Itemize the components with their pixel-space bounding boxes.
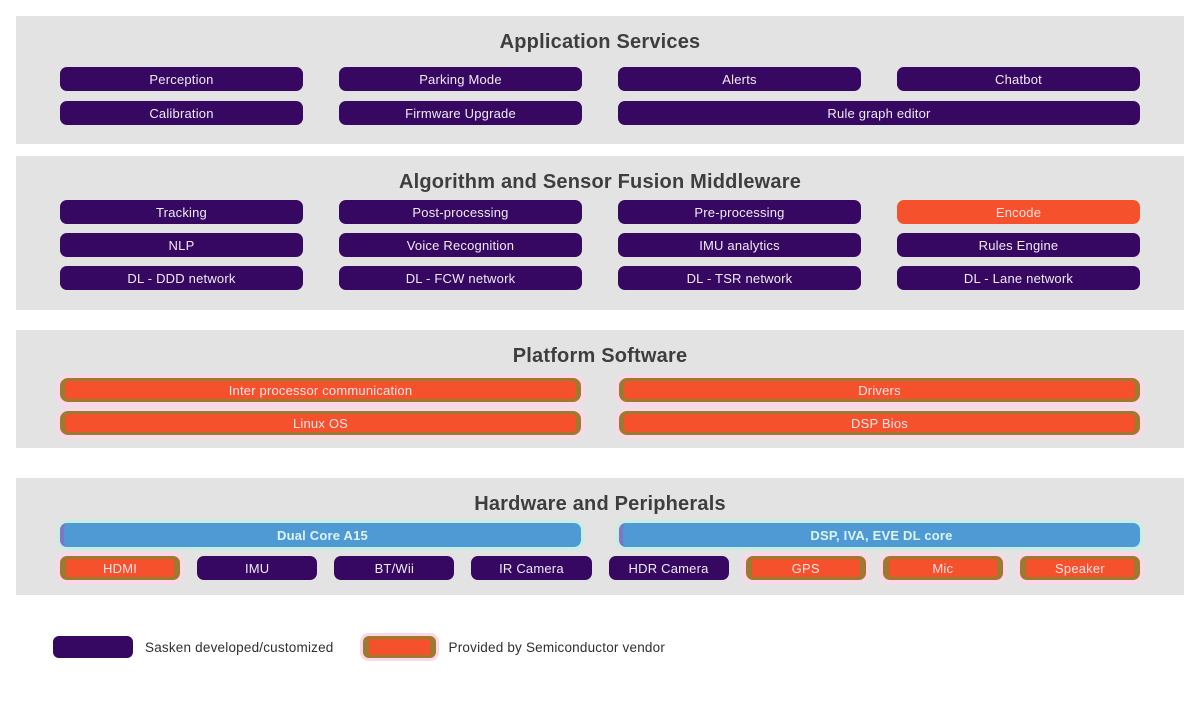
block-speaker: Speaker [1019, 556, 1140, 580]
legend: Sasken developed/customized Provided by … [53, 636, 1200, 658]
block-post-processing: Post-processing [339, 200, 582, 224]
legend-item-vendor: Provided by Semiconductor vendor [362, 636, 666, 658]
section-application-services: Application Services Perception Parking … [16, 16, 1184, 144]
block-hdr-camera: HDR Camera [608, 556, 729, 580]
block-perception: Perception [60, 67, 303, 91]
block-inter-processor-communication: Inter processor communication [60, 378, 581, 402]
block-dl-tsr-network: DL - TSR network [618, 266, 861, 290]
legend-label-vendor: Provided by Semiconductor vendor [448, 639, 666, 655]
sasken-color-swatch [53, 636, 133, 658]
middleware-grid: Tracking Post-processing Pre-processing … [60, 200, 1140, 290]
block-dl-fcw-network: DL - FCW network [339, 266, 582, 290]
cores-grid: Dual Core A15 DSP, IVA, EVE DL core [60, 523, 1140, 547]
block-imu-analytics: IMU analytics [618, 233, 861, 257]
block-alerts: Alerts [618, 67, 861, 91]
block-mic: Mic [882, 556, 1003, 580]
block-encode: Encode [897, 200, 1140, 224]
section-title-algorithm-middleware: Algorithm and Sensor Fusion Middleware [398, 171, 802, 193]
legend-item-sasken: Sasken developed/customized [53, 636, 334, 658]
block-dl-ddd-network: DL - DDD network [60, 266, 303, 290]
block-linux-os: Linux OS [60, 411, 581, 435]
block-rule-graph-editor: Rule graph editor [618, 101, 1140, 125]
peripherals-grid: HDMI IMU BT/Wii IR Camera HDR Camera GPS… [60, 556, 1140, 580]
block-dsp-iva-eve-dl-core: DSP, IVA, EVE DL core [619, 523, 1140, 547]
block-nlp: NLP [60, 233, 303, 257]
block-calibration: Calibration [60, 101, 303, 125]
block-bt-wii: BT/Wii [334, 556, 455, 580]
application-services-grid: Perception Parking Mode Alerts Chatbot C… [60, 67, 1140, 125]
block-gps: GPS [745, 556, 866, 580]
block-firmware-upgrade: Firmware Upgrade [339, 101, 582, 125]
section-algorithm-middleware: Algorithm and Sensor Fusion Middleware T… [16, 156, 1184, 310]
section-title-platform-software: Platform Software [512, 345, 688, 367]
block-drivers: Drivers [619, 378, 1140, 402]
block-rules-engine: Rules Engine [897, 233, 1140, 257]
block-dl-lane-network: DL - Lane network [897, 266, 1140, 290]
architecture-diagram: Application Services Perception Parking … [0, 16, 1200, 658]
block-dual-core-a15: Dual Core A15 [60, 523, 581, 547]
block-pre-processing: Pre-processing [618, 200, 861, 224]
block-voice-recognition: Voice Recognition [339, 233, 582, 257]
section-title-hardware-peripherals: Hardware and Peripherals [474, 493, 726, 515]
section-platform-software: Platform Software Inter processor commun… [16, 330, 1184, 448]
vendor-color-swatch [362, 636, 436, 658]
section-title-application-services: Application Services [499, 31, 701, 53]
block-chatbot: Chatbot [897, 67, 1140, 91]
block-hdmi: HDMI [60, 556, 181, 580]
block-imu: IMU [197, 556, 318, 580]
block-dsp-bios: DSP Bios [619, 411, 1140, 435]
block-parking-mode: Parking Mode [339, 67, 582, 91]
section-hardware-peripherals: Hardware and Peripherals Dual Core A15 D… [16, 478, 1184, 595]
block-ir-camera: IR Camera [471, 556, 592, 580]
block-tracking: Tracking [60, 200, 303, 224]
platform-software-grid: Inter processor communication Drivers Li… [60, 378, 1140, 435]
legend-label-sasken: Sasken developed/customized [145, 639, 334, 655]
